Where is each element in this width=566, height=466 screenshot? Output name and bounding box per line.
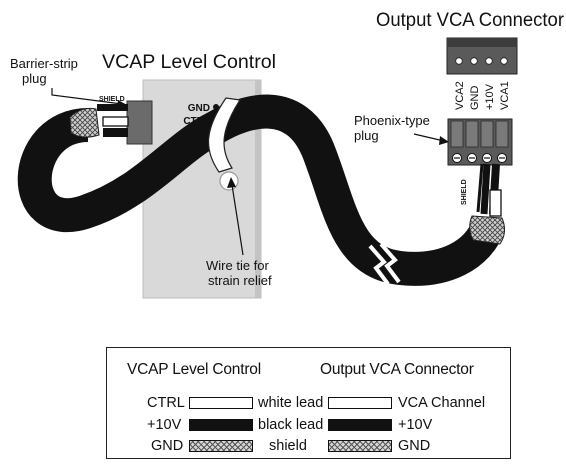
vcap-title: VCAP Level Control: [102, 52, 276, 73]
pin-gnd-label: GND: [469, 86, 481, 111]
phoenix-plug: [447, 118, 513, 166]
barrier-leads: [97, 104, 129, 137]
wire-tie: [208, 97, 242, 173]
barrier-strip-plug: [126, 100, 153, 145]
white-lead-swatch-left: [189, 397, 253, 409]
barrier-arrow: [51, 88, 127, 108]
wire-tie-arrow: [227, 177, 244, 256]
legend-left-10v: +10V: [147, 417, 182, 433]
legend-middle-shield: shield: [269, 438, 307, 454]
vca-pin-labels: VCA2 GND +10V VCA1: [454, 81, 511, 110]
phoenix-label: Phoenix-type: [354, 113, 430, 128]
shield-swatch-right: [328, 440, 392, 452]
phoenix-leads: [476, 163, 502, 217]
legend-right-gnd: GND: [398, 438, 431, 454]
pin-10v-label: +10V: [484, 83, 496, 110]
barrier-strip-label-2: plug: [22, 71, 47, 86]
legend-right-vca-channel: VCA Channel: [398, 395, 486, 411]
white-lead-swatch-right: [328, 397, 392, 409]
wire-tie-label-2: strain relief: [208, 273, 272, 288]
black-lead-swatch-left: [189, 419, 253, 431]
barrier-strip-label: Barrier-strip: [10, 56, 78, 71]
shield-tag-left: SHIELD: [99, 96, 125, 103]
cable: [17, 94, 505, 286]
legend-row-10v: +10V black lead +10V: [107, 415, 510, 435]
shield-tag-right: SHIELD: [461, 179, 468, 205]
shield-braid-left: [69, 107, 100, 138]
shield-swatch-left: [189, 440, 253, 452]
pin-vca2-label: VCA2: [454, 81, 466, 110]
wire-tie-label: Wire tie for: [206, 258, 270, 273]
legend-row-ctrl: CTRL white lead VCA Channel: [107, 393, 510, 413]
legend-left-ctrl: CTRL: [147, 395, 185, 411]
pin-vca1-label: VCA1: [499, 81, 511, 110]
output-title: Output VCA Connector: [376, 10, 565, 31]
legend-middle-black-lead: black lead: [258, 417, 324, 433]
shield-braid-right: [469, 215, 506, 245]
legend-middle-white-lead: white lead: [258, 395, 324, 411]
black-lead-swatch-right: [328, 419, 392, 431]
cable-break-marks: [368, 242, 401, 286]
phoenix-label-2: plug: [354, 128, 379, 143]
output-vca-connector: [446, 37, 518, 75]
legend-left-gnd: GND: [151, 438, 184, 454]
phoenix-arrow: [413, 133, 449, 145]
terminal-gnd-label: GND: [188, 103, 210, 114]
legend-row-gnd: GND shield GND: [107, 436, 510, 456]
legend-right-header: Output VCA Connector: [320, 361, 474, 378]
legend-left-header: VCAP Level Control: [127, 361, 261, 378]
legend-right-10v: +10V: [398, 417, 433, 433]
wiring-legend: VCAP Level Control Output VCA Connector …: [106, 347, 511, 459]
